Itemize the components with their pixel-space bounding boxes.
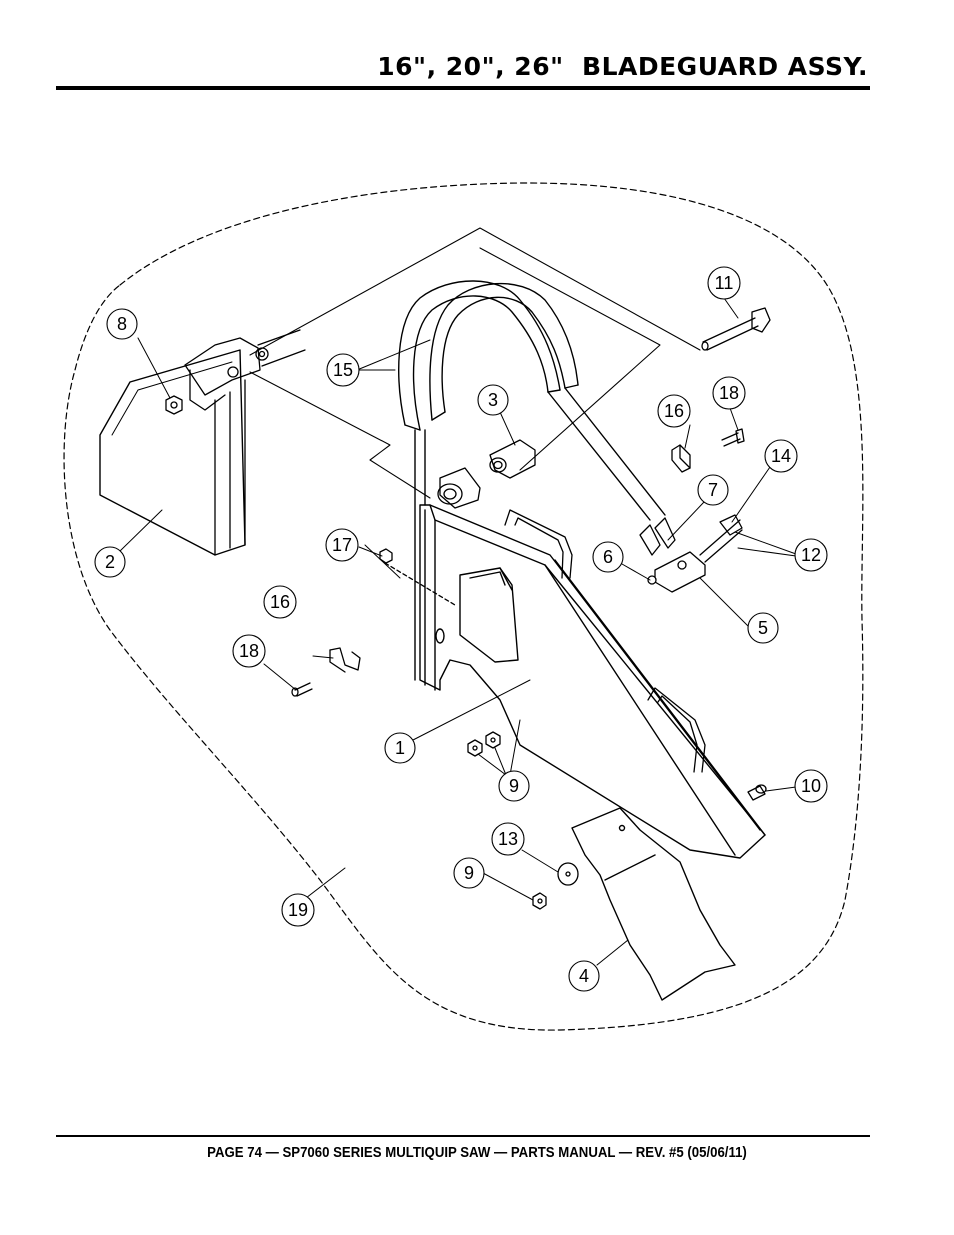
body-handle-upper (504, 509, 573, 579)
svg-text:19: 19 (288, 900, 308, 920)
svg-text:7: 7 (708, 480, 718, 500)
page-footer: PAGE 74 — SP7060 SERIES MULTIQUIP SAW — … (207, 1144, 747, 1161)
pivot-rod (257, 329, 306, 367)
svg-text:18: 18 (719, 383, 739, 403)
svg-text:16: 16 (270, 592, 290, 612)
svg-text:15: 15 (333, 360, 353, 380)
callout-16-top: 16 (657, 394, 691, 428)
callout-12: 12 (794, 538, 828, 572)
callout-16-left: 16 (263, 585, 297, 619)
callout-9-lower: 9 (453, 857, 485, 889)
callout-7: 7 (697, 474, 729, 506)
svg-text:12: 12 (801, 545, 821, 565)
body-handle-lower (647, 687, 706, 773)
callout-13: 13 (491, 822, 525, 856)
svg-text:11: 11 (715, 273, 734, 293)
callout-18-left: 18 (232, 634, 266, 668)
svg-text:18: 18 (239, 641, 259, 661)
water-manifold (639, 514, 743, 593)
callout-8: 8 (106, 308, 138, 340)
nut-9-lower (532, 892, 547, 910)
spacer-tubes (437, 439, 536, 509)
callout-5: 5 (747, 612, 779, 644)
svg-text:17: 17 (332, 535, 352, 555)
callout-1: 1 (384, 732, 416, 764)
svg-text:9: 9 (464, 863, 474, 883)
callout-15: 15 (326, 353, 360, 387)
callout-10: 10 (794, 769, 828, 803)
svg-text:2: 2 (105, 552, 115, 572)
svg-text:1: 1 (395, 738, 405, 758)
callout-4: 4 (568, 960, 600, 992)
svg-text:4: 4 (579, 966, 589, 986)
header-rule (56, 86, 870, 90)
handle-tubes (398, 280, 666, 521)
kit-boundary-dashed (63, 182, 864, 1031)
page-title: 16", 20", 26" BLADEGUARD ASSY. (377, 52, 868, 81)
callout-2: 2 (94, 546, 126, 578)
knob-10 (747, 784, 767, 801)
screw-18-top (721, 428, 745, 447)
callout-balloons: 1 2 3 4 5 6 7 8 9 9 10 11 12 13 14 15 16… (94, 266, 828, 992)
footer-rule (56, 1135, 870, 1137)
leader-lines (118, 297, 797, 966)
svg-text:16: 16 (664, 401, 684, 421)
callout-9-upper: 9 (498, 770, 530, 802)
nuts-9-upper (467, 731, 501, 757)
callout-3: 3 (477, 384, 509, 416)
callout-17: 17 (325, 528, 359, 562)
clamp-16-left (329, 647, 361, 673)
side-guard-plates (99, 337, 269, 556)
bolt-11 (701, 307, 771, 351)
callout-6: 6 (592, 541, 624, 573)
svg-text:9: 9 (509, 776, 519, 796)
callout-11: 11 (707, 266, 741, 300)
nut-17-dash (384, 562, 456, 606)
svg-text:6: 6 (603, 547, 613, 567)
svg-text:14: 14 (771, 446, 791, 466)
callout-14: 14 (764, 439, 798, 473)
svg-text:3: 3 (488, 390, 498, 410)
hex-nut-8 (165, 395, 183, 415)
svg-text:13: 13 (498, 829, 518, 849)
rubber-flap (571, 807, 736, 1001)
svg-text:5: 5 (758, 618, 768, 638)
screw-18-left (291, 682, 313, 697)
callout-18-top: 18 (712, 376, 746, 410)
svg-text:8: 8 (117, 314, 127, 334)
svg-text:10: 10 (801, 776, 821, 796)
main-bladeguard (414, 429, 766, 859)
clamp-16-top (671, 444, 691, 473)
callout-19: 19 (281, 893, 315, 927)
washer-13 (557, 862, 579, 886)
rear-plane-outline (249, 227, 701, 499)
